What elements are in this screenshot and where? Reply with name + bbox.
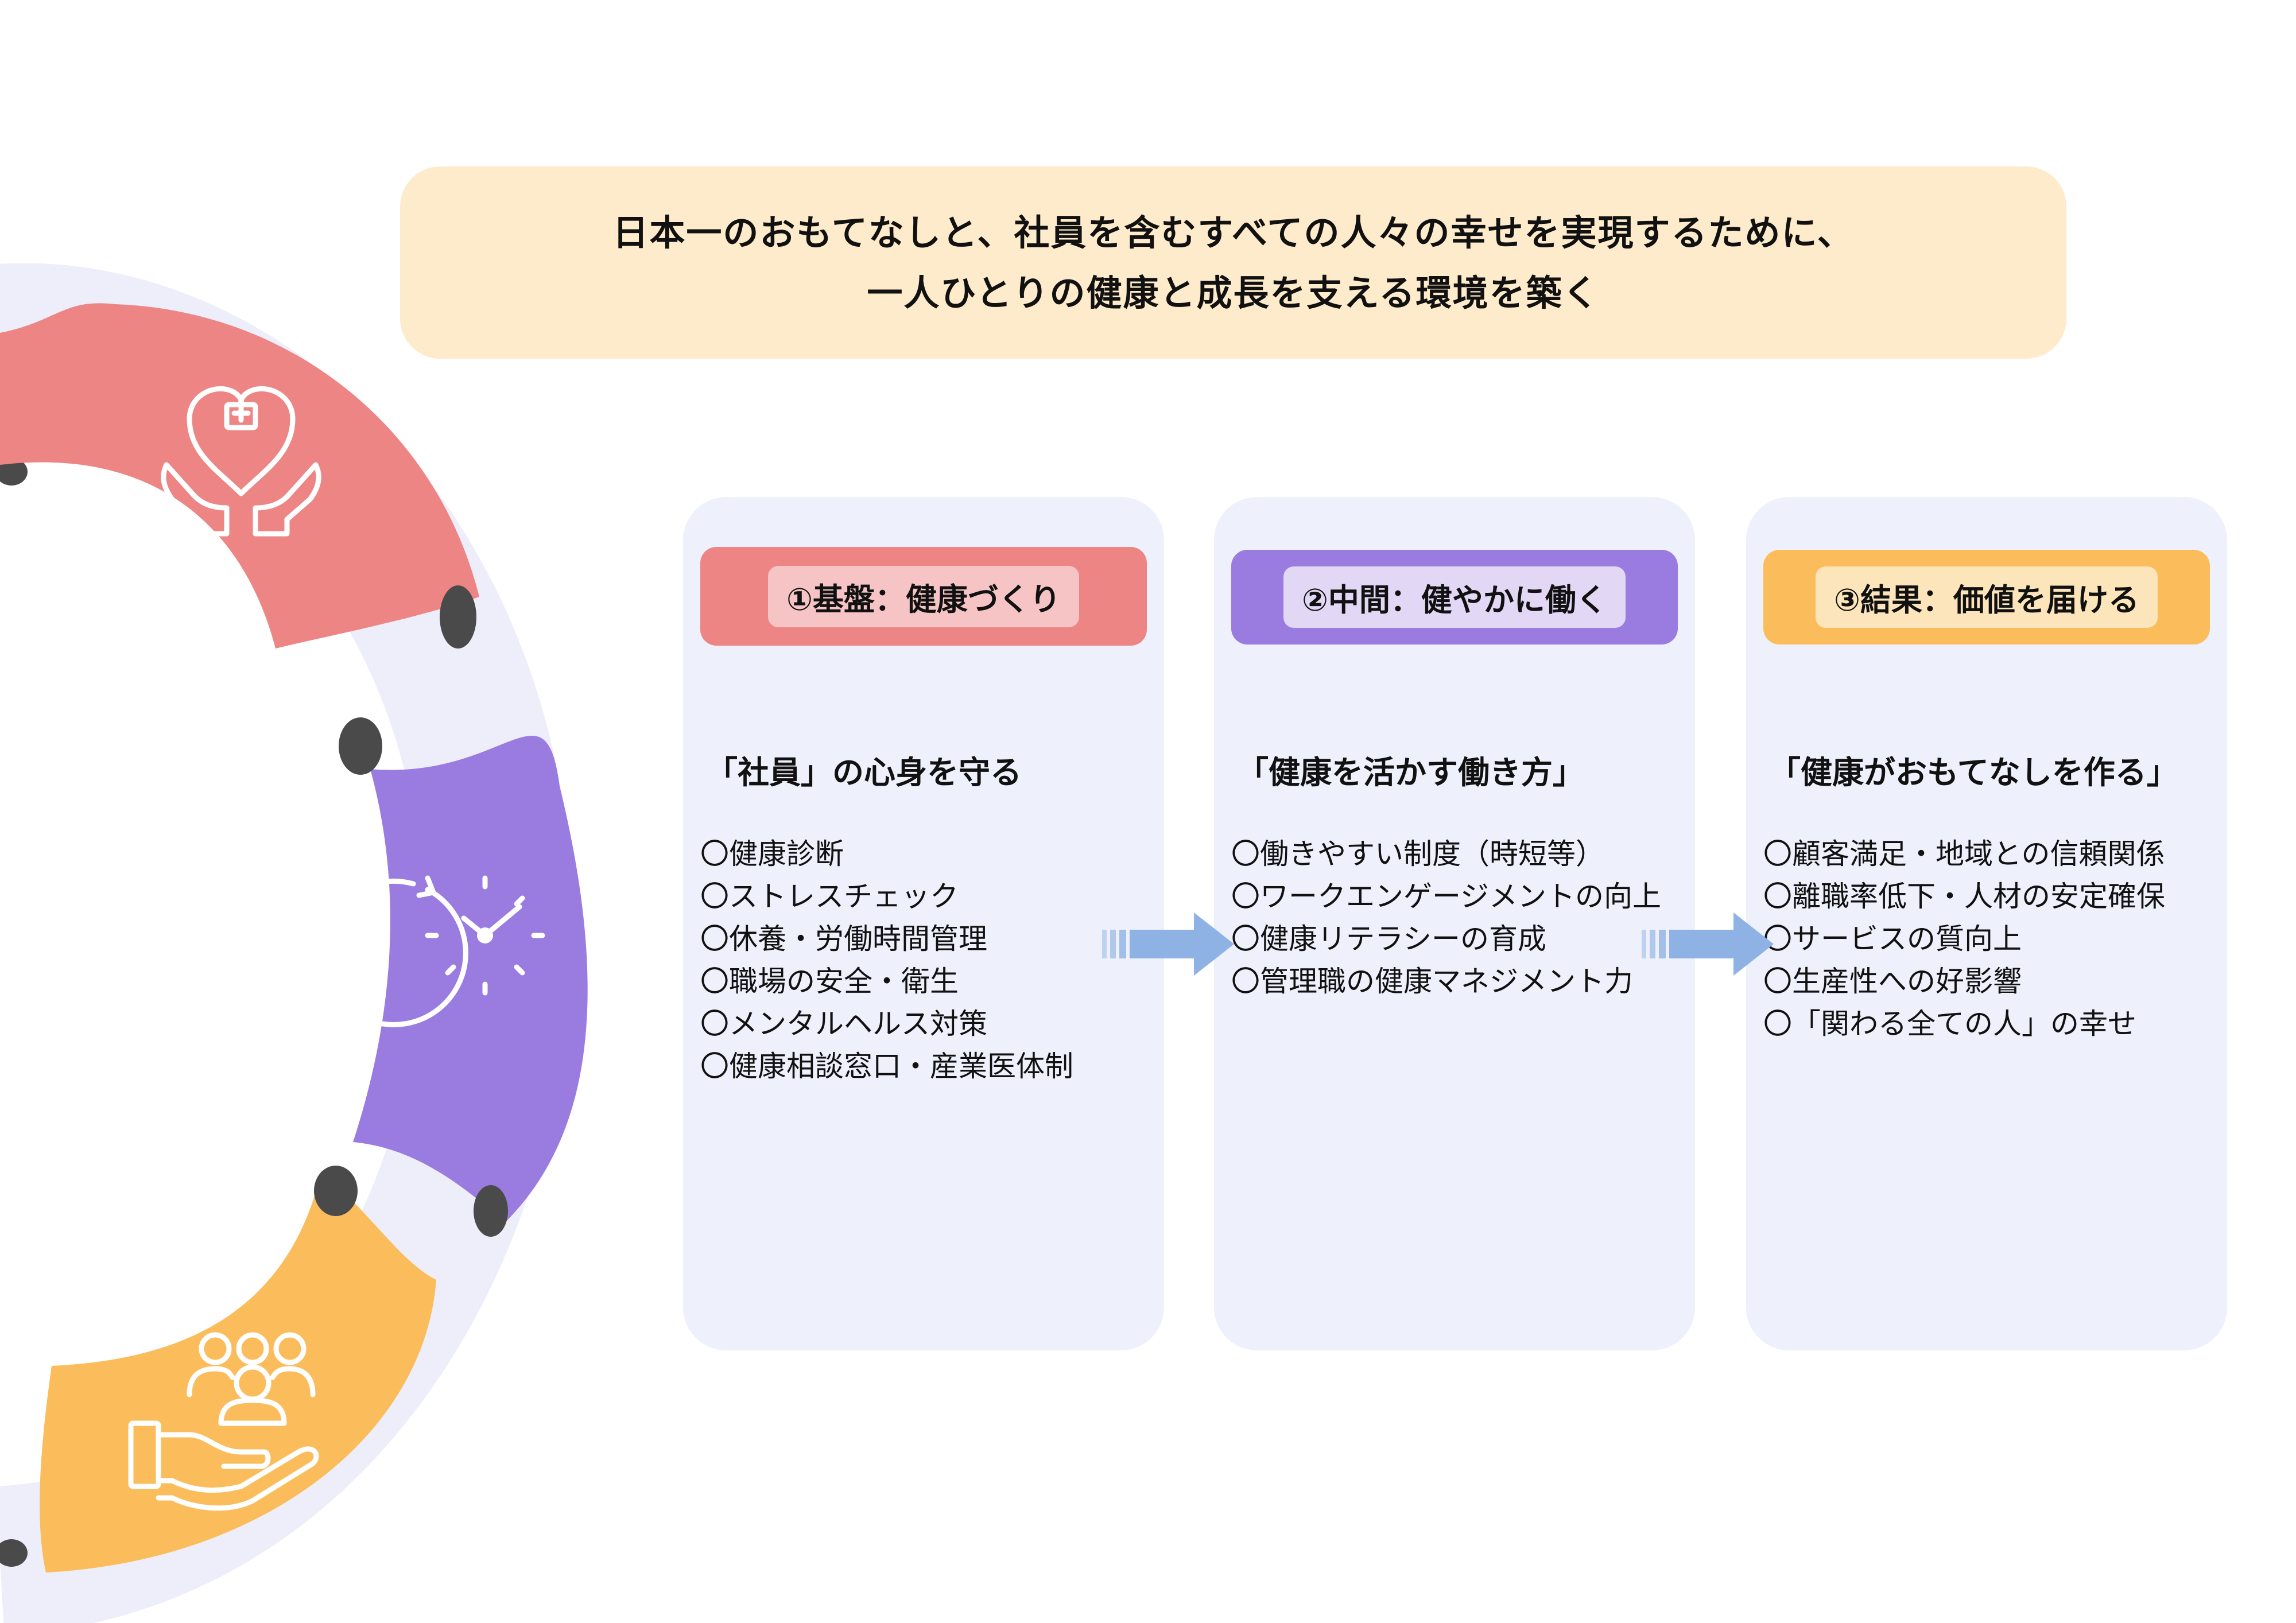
column-subtitle-foundation: 「社員」の心身を守る	[706, 754, 1022, 791]
list-item: 〇生産性への好影響	[1763, 965, 2022, 998]
column-subtitle-result: 「健康がおもてなしを作る」	[1769, 754, 2178, 791]
list-item: 〇職場の安全・衛生	[700, 965, 959, 998]
mission-line-1: 日本一のおもてなしと、社員を含むすべての人々の幸せを実現するために、	[612, 211, 1854, 254]
column-result: ③結果：価値を届ける 「健康がおもてなしを作る」 〇顧客満足・地域との信頼関係 …	[1746, 497, 2227, 1350]
clock-cycle-icon	[319, 875, 545, 1027]
mission-line-2: 一人ひとりの健康と成長を支える環境を築く	[867, 271, 1600, 314]
people-hand-icon	[128, 1332, 319, 1511]
list-item: 〇離職率低下・人材の安定確保	[1763, 880, 2165, 913]
column-list-intermediate: 〇働きやすい制度（時短等） 〇ワークエンゲージメントの向上 〇健康リテラシーの育…	[1231, 833, 1661, 1003]
column-header-foundation: ①基盤：健康づくり	[700, 547, 1147, 646]
list-item: 〇管理職の健康マネジメント力	[1231, 965, 1633, 998]
ring-segment-red-shadow	[440, 585, 476, 649]
column-title-result: ③結果：価値を届ける	[1816, 566, 2158, 628]
arrow-right-icon	[1642, 913, 1774, 976]
list-item: 〇働きやすい制度（時短等）	[1231, 837, 1604, 871]
column-subtitle-intermediate: 「健康を活かす働き方」	[1237, 754, 1585, 791]
ring-segment-orange-shadow	[314, 1166, 358, 1216]
cycle-ring	[0, 263, 588, 1623]
ring-segment-purple-shadow-bottom	[474, 1185, 508, 1237]
list-item: 〇メンタルヘルス対策	[700, 1007, 987, 1040]
ring-track-end-top	[0, 458, 28, 486]
column-list-foundation: 〇健康診断 〇ストレスチェック 〇休養・労働時間管理 〇職場の安全・衛生 〇メン…	[700, 833, 1073, 1088]
list-item: 〇健康相談窓口・産業医体制	[700, 1050, 1073, 1083]
column-title-foundation: ①基盤：健康づくり	[768, 565, 1079, 627]
list-item: 〇サービスの質向上	[1763, 922, 2022, 956]
list-item: 〇健康診断	[700, 837, 844, 871]
column-list-result: 〇顧客満足・地域との信頼関係 〇離職率低下・人材の安定確保 〇サービスの質向上 …	[1763, 833, 2165, 1045]
list-item: 〇顧客満足・地域との信頼関係	[1763, 837, 2165, 871]
column-header-intermediate: ②中間：健やかに働く	[1231, 550, 1678, 644]
list-item: 〇ストレスチェック	[700, 880, 959, 913]
column-foundation: ①基盤：健康づくり 「社員」の心身を守る 〇健康診断 〇ストレスチェック 〇休養…	[683, 497, 1164, 1350]
list-item: 〇休養・労働時間管理	[700, 922, 987, 956]
mission-banner: 日本一のおもてなしと、社員を含むすべての人々の幸せを実現するために、 一人ひとり…	[400, 166, 2066, 359]
ring-segment-purple	[353, 736, 588, 1222]
arrow-right-icon	[1102, 913, 1234, 976]
list-item: 〇ワークエンゲージメントの向上	[1231, 880, 1661, 913]
list-item: 〇「関わる全ての人」の幸せ	[1763, 1007, 2136, 1040]
column-intermediate: ②中間：健やかに働く 「健康を活かす働き方」 〇働きやすい制度（時短等） 〇ワー…	[1214, 497, 1695, 1350]
ring-track-end-bottom	[0, 1539, 28, 1567]
column-header-result: ③結果：価値を届ける	[1763, 550, 2210, 644]
ring-segment-red	[0, 303, 479, 649]
heart-care-hands-icon	[161, 386, 321, 537]
column-title-intermediate: ②中間：健やかに働く	[1283, 566, 1626, 628]
ring-segment-purple-shadow-top	[339, 717, 382, 775]
list-item: 〇健康リテラシーの育成	[1231, 922, 1546, 956]
